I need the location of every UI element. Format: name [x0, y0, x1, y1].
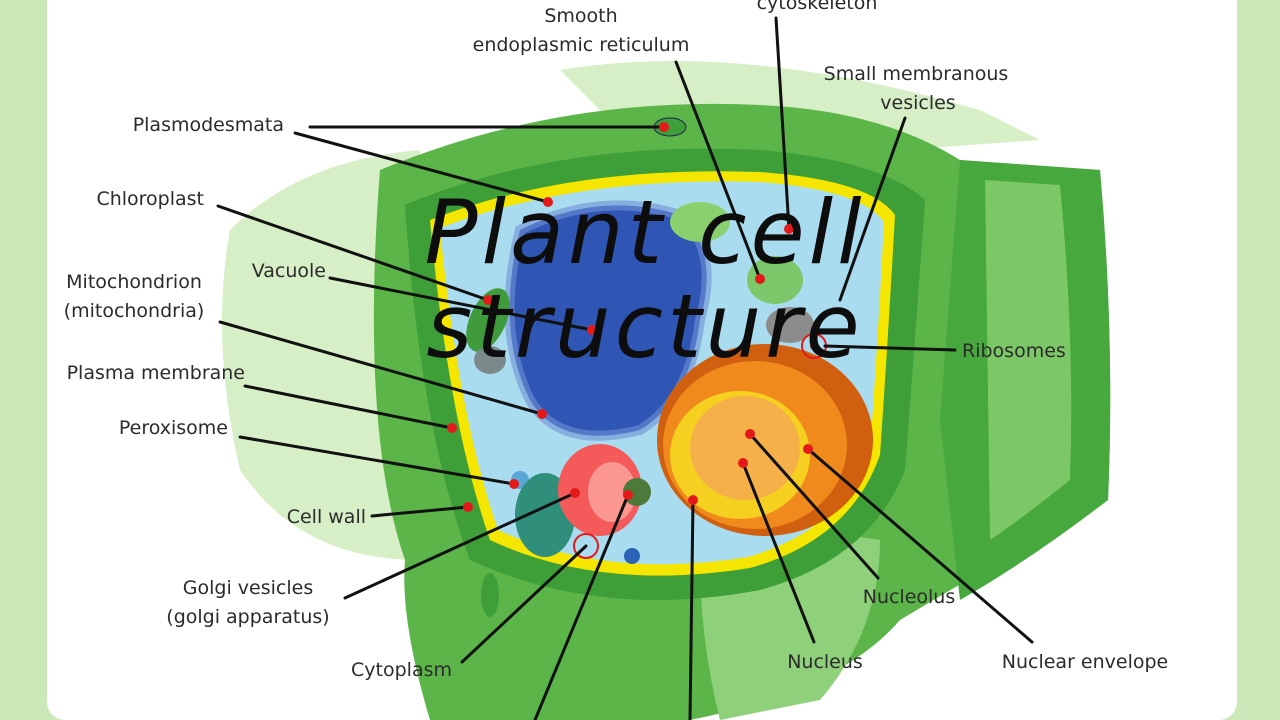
leader-nucleus — [741, 461, 816, 644]
dot-nucleolus — [745, 429, 755, 439]
label-smooth-er-line1: Smooth — [544, 5, 617, 27]
label-vacuole: Vacuole — [252, 260, 326, 282]
label-mitochondrion-line2: (mitochondria) — [64, 300, 205, 322]
background-cell-top — [560, 61, 1040, 150]
leader-golgi — [343, 491, 577, 600]
pointer-dots — [447, 122, 818, 512]
dot-plasmodesmata-2 — [543, 197, 553, 207]
dot-nucleus — [738, 458, 748, 468]
label-smooth-er-line2: endoplasmic reticulum — [473, 34, 690, 56]
label-golgi-line2: (golgi apparatus) — [166, 606, 329, 628]
diagram-labels: cytoskeleton Smooth endoplasmic reticulu… — [64, 0, 1169, 681]
gray-organelle-2 — [766, 307, 814, 343]
cell-wall-side-panel — [985, 180, 1072, 540]
leader-bottom-2 — [688, 498, 695, 720]
label-ribosomes: Ribosomes — [962, 340, 1066, 362]
vesicle-circle — [573, 533, 599, 559]
nucleolus-shape — [690, 396, 800, 500]
leader-small-vesicles — [838, 116, 907, 302]
label-golgi-line1: Golgi vesicles — [183, 577, 313, 599]
leader-nuclear-envelope — [806, 447, 1034, 644]
leader-plasmodesmata-2 — [293, 131, 550, 204]
leader-bottom-1 — [533, 493, 630, 720]
leader-cytoskeleton — [774, 16, 791, 231]
label-chloroplast: Chloroplast — [96, 188, 204, 210]
label-small-vesicles-line1: Small membranous — [824, 63, 1009, 85]
chloroplast-shape-3 — [747, 256, 803, 304]
leader-chloroplast — [216, 204, 490, 302]
chloroplast-shape-2 — [670, 202, 730, 242]
leader-cytoplasm — [460, 544, 588, 664]
leader-lines — [216, 16, 1034, 720]
leader-cell-wall — [370, 505, 470, 518]
dot-smooth-er — [755, 274, 765, 284]
leader-smooth-er — [674, 60, 762, 281]
cell-wall-pore — [481, 573, 499, 617]
dot-vacuole — [587, 325, 597, 335]
dot-chloroplast — [483, 295, 493, 305]
label-cytoskeleton: cytoskeleton — [757, 0, 878, 14]
dot-nuclear-envelope — [803, 444, 813, 454]
dot-cell-wall — [463, 502, 473, 512]
gray-organelle — [474, 346, 506, 374]
leader-mitochondrion — [218, 320, 544, 416]
leader-plasma-membrane — [243, 384, 454, 430]
dot-plasma-membrane — [447, 423, 457, 433]
dot-bottom-2 — [688, 495, 698, 505]
label-plasmodesmata: Plasmodesmata — [133, 114, 284, 136]
leader-vacuole — [328, 276, 594, 332]
leader-nucleolus — [748, 432, 880, 580]
label-nuclear-envelope: Nuclear envelope — [1002, 651, 1168, 673]
leader-ribosomes — [823, 344, 957, 352]
dot-plasmodesmata — [659, 122, 669, 132]
label-mitochondrion-line1: Mitochondrion — [66, 271, 202, 293]
label-plasma-membrane: Plasma membrane — [67, 362, 245, 384]
label-small-vesicles-line2: vesicles — [880, 92, 955, 114]
chloroplast-shape — [466, 288, 510, 352]
label-peroxisome: Peroxisome — [119, 417, 228, 439]
dot-ribosomes — [810, 342, 818, 350]
leader-peroxisome — [238, 435, 516, 486]
dot-golgi — [570, 488, 580, 498]
small-blue-vesicle — [624, 548, 640, 564]
label-cytoplasm: Cytoplasm — [351, 659, 452, 681]
dot-mitochondrion — [537, 409, 547, 419]
label-nucleus: Nucleus — [787, 651, 863, 673]
dot-cytoskeleton — [784, 224, 794, 234]
dot-bottom-1 — [623, 490, 633, 500]
label-cell-wall: Cell wall — [287, 506, 366, 528]
label-nucleolus: Nucleolus — [863, 586, 956, 608]
dot-peroxisome — [509, 479, 519, 489]
vacuole-shape — [509, 205, 707, 436]
